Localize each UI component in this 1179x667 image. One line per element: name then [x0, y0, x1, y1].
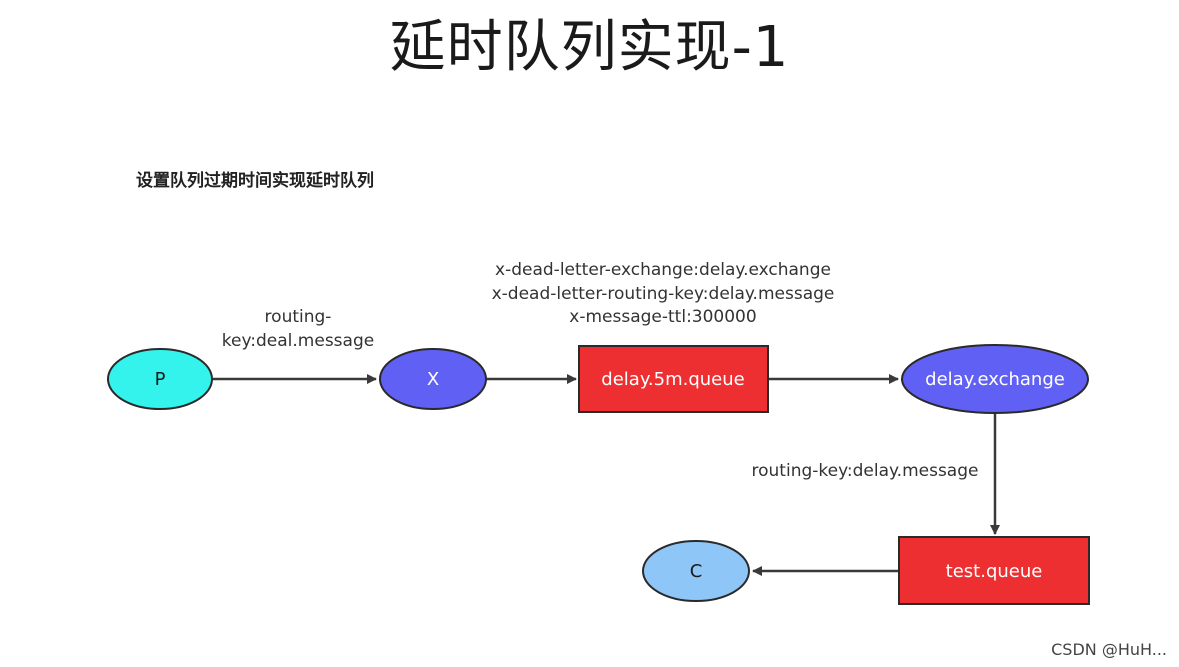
delay-exchange-node: [901, 344, 1089, 414]
queue-args-line3: x-message-ttl:300000: [569, 307, 756, 327]
delay-exchange-label: delay.exchange: [925, 369, 1065, 390]
consumer-node: [642, 540, 750, 602]
test-queue-node: [898, 536, 1090, 605]
delay-queue-label: delay.5m.queue: [601, 369, 744, 390]
delay-queue-node: [578, 345, 769, 413]
producer-node: [107, 348, 213, 410]
p-to-x-label-line1: routing-: [265, 307, 332, 327]
queue-args-line1: x-dead-letter-exchange:delay.exchange: [495, 260, 831, 280]
exchange-to-test-label: routing-key:delay.message: [752, 461, 979, 481]
watermark: CSDN @HuH...: [1051, 640, 1167, 659]
exchange-x-node: [379, 348, 487, 410]
producer-label: P: [155, 369, 166, 390]
queue-args-line2: x-dead-letter-routing-key:delay.message: [492, 284, 835, 304]
p-to-x-label-line2: key:deal.message: [222, 331, 374, 351]
test-queue-label: test.queue: [946, 561, 1043, 582]
page-title: 延时队列实现-1: [389, 15, 790, 80]
exchange-x-label: X: [427, 369, 439, 390]
diagram-subtitle: 设置队列过期时间实现延时队列: [136, 171, 374, 191]
consumer-label: C: [690, 561, 703, 582]
